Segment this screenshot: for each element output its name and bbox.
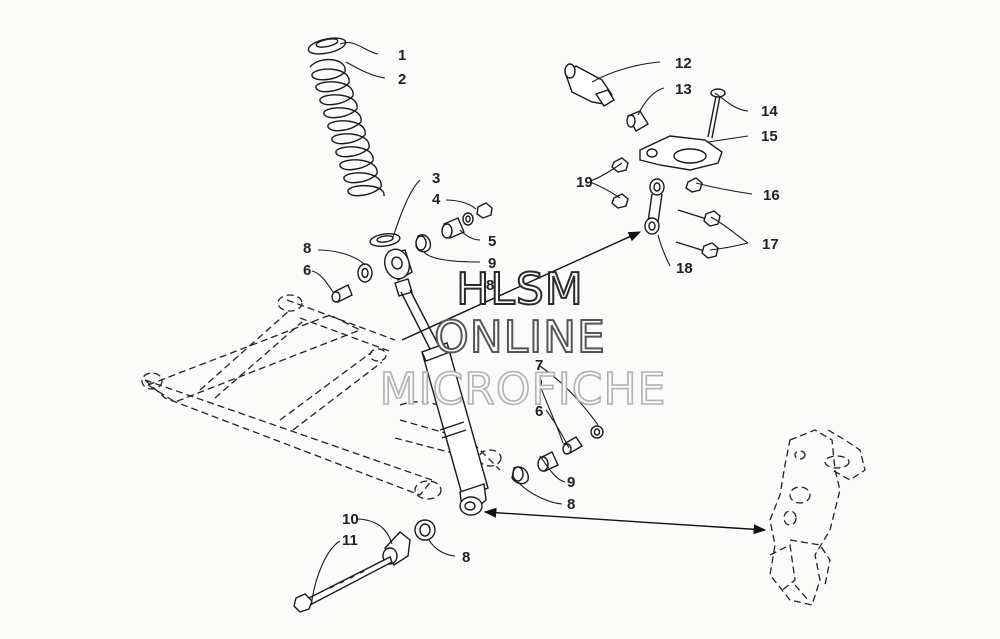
- callout-6: 6: [535, 403, 543, 420]
- watermark-line-3: MICROFICHE: [379, 363, 667, 416]
- coil-spring: [309, 58, 385, 197]
- callout-10: 10: [342, 511, 359, 528]
- callout-11: 11: [342, 532, 358, 549]
- stabilizer-hardware: [564, 63, 726, 259]
- watermark-line-1: HLSM: [455, 263, 584, 316]
- spindle: [769, 429, 866, 606]
- callout-2: 2: [398, 71, 406, 88]
- callout-17: 17: [762, 236, 779, 253]
- shock-absorber: [383, 248, 489, 516]
- callout-9: 9: [488, 255, 496, 272]
- callout-15: 15: [761, 128, 778, 145]
- upper-bushing-hardware: [331, 202, 493, 303]
- watermark-line-2: ONLINE: [433, 311, 606, 364]
- callout-4: 4: [432, 191, 441, 208]
- callout-8: 8: [486, 277, 494, 294]
- callout-4: 4: [535, 377, 544, 394]
- callout-14: 14: [761, 103, 778, 120]
- callout-3: 3: [432, 170, 440, 187]
- callout-12: 12: [675, 55, 692, 72]
- spring-cap: [307, 37, 347, 55]
- spring-seat: [369, 233, 401, 247]
- callout-7: 7: [535, 357, 543, 374]
- callout-5: 5: [488, 233, 496, 250]
- callout-1: 1: [398, 47, 406, 64]
- assembly-arrows: [401, 231, 767, 535]
- callout-8: 8: [567, 496, 575, 513]
- callout-8: 8: [303, 240, 311, 257]
- callout-9: 9: [567, 474, 575, 491]
- callout-8: 8: [462, 549, 470, 566]
- callout-19: 19: [576, 174, 593, 191]
- leader-lines: [311, 42, 753, 601]
- callout-6: 6: [303, 262, 311, 279]
- lower-bushing-hardware: [293, 425, 604, 613]
- callout-18: 18: [676, 260, 693, 277]
- callout-16: 16: [763, 187, 780, 204]
- callout-13: 13: [675, 81, 692, 98]
